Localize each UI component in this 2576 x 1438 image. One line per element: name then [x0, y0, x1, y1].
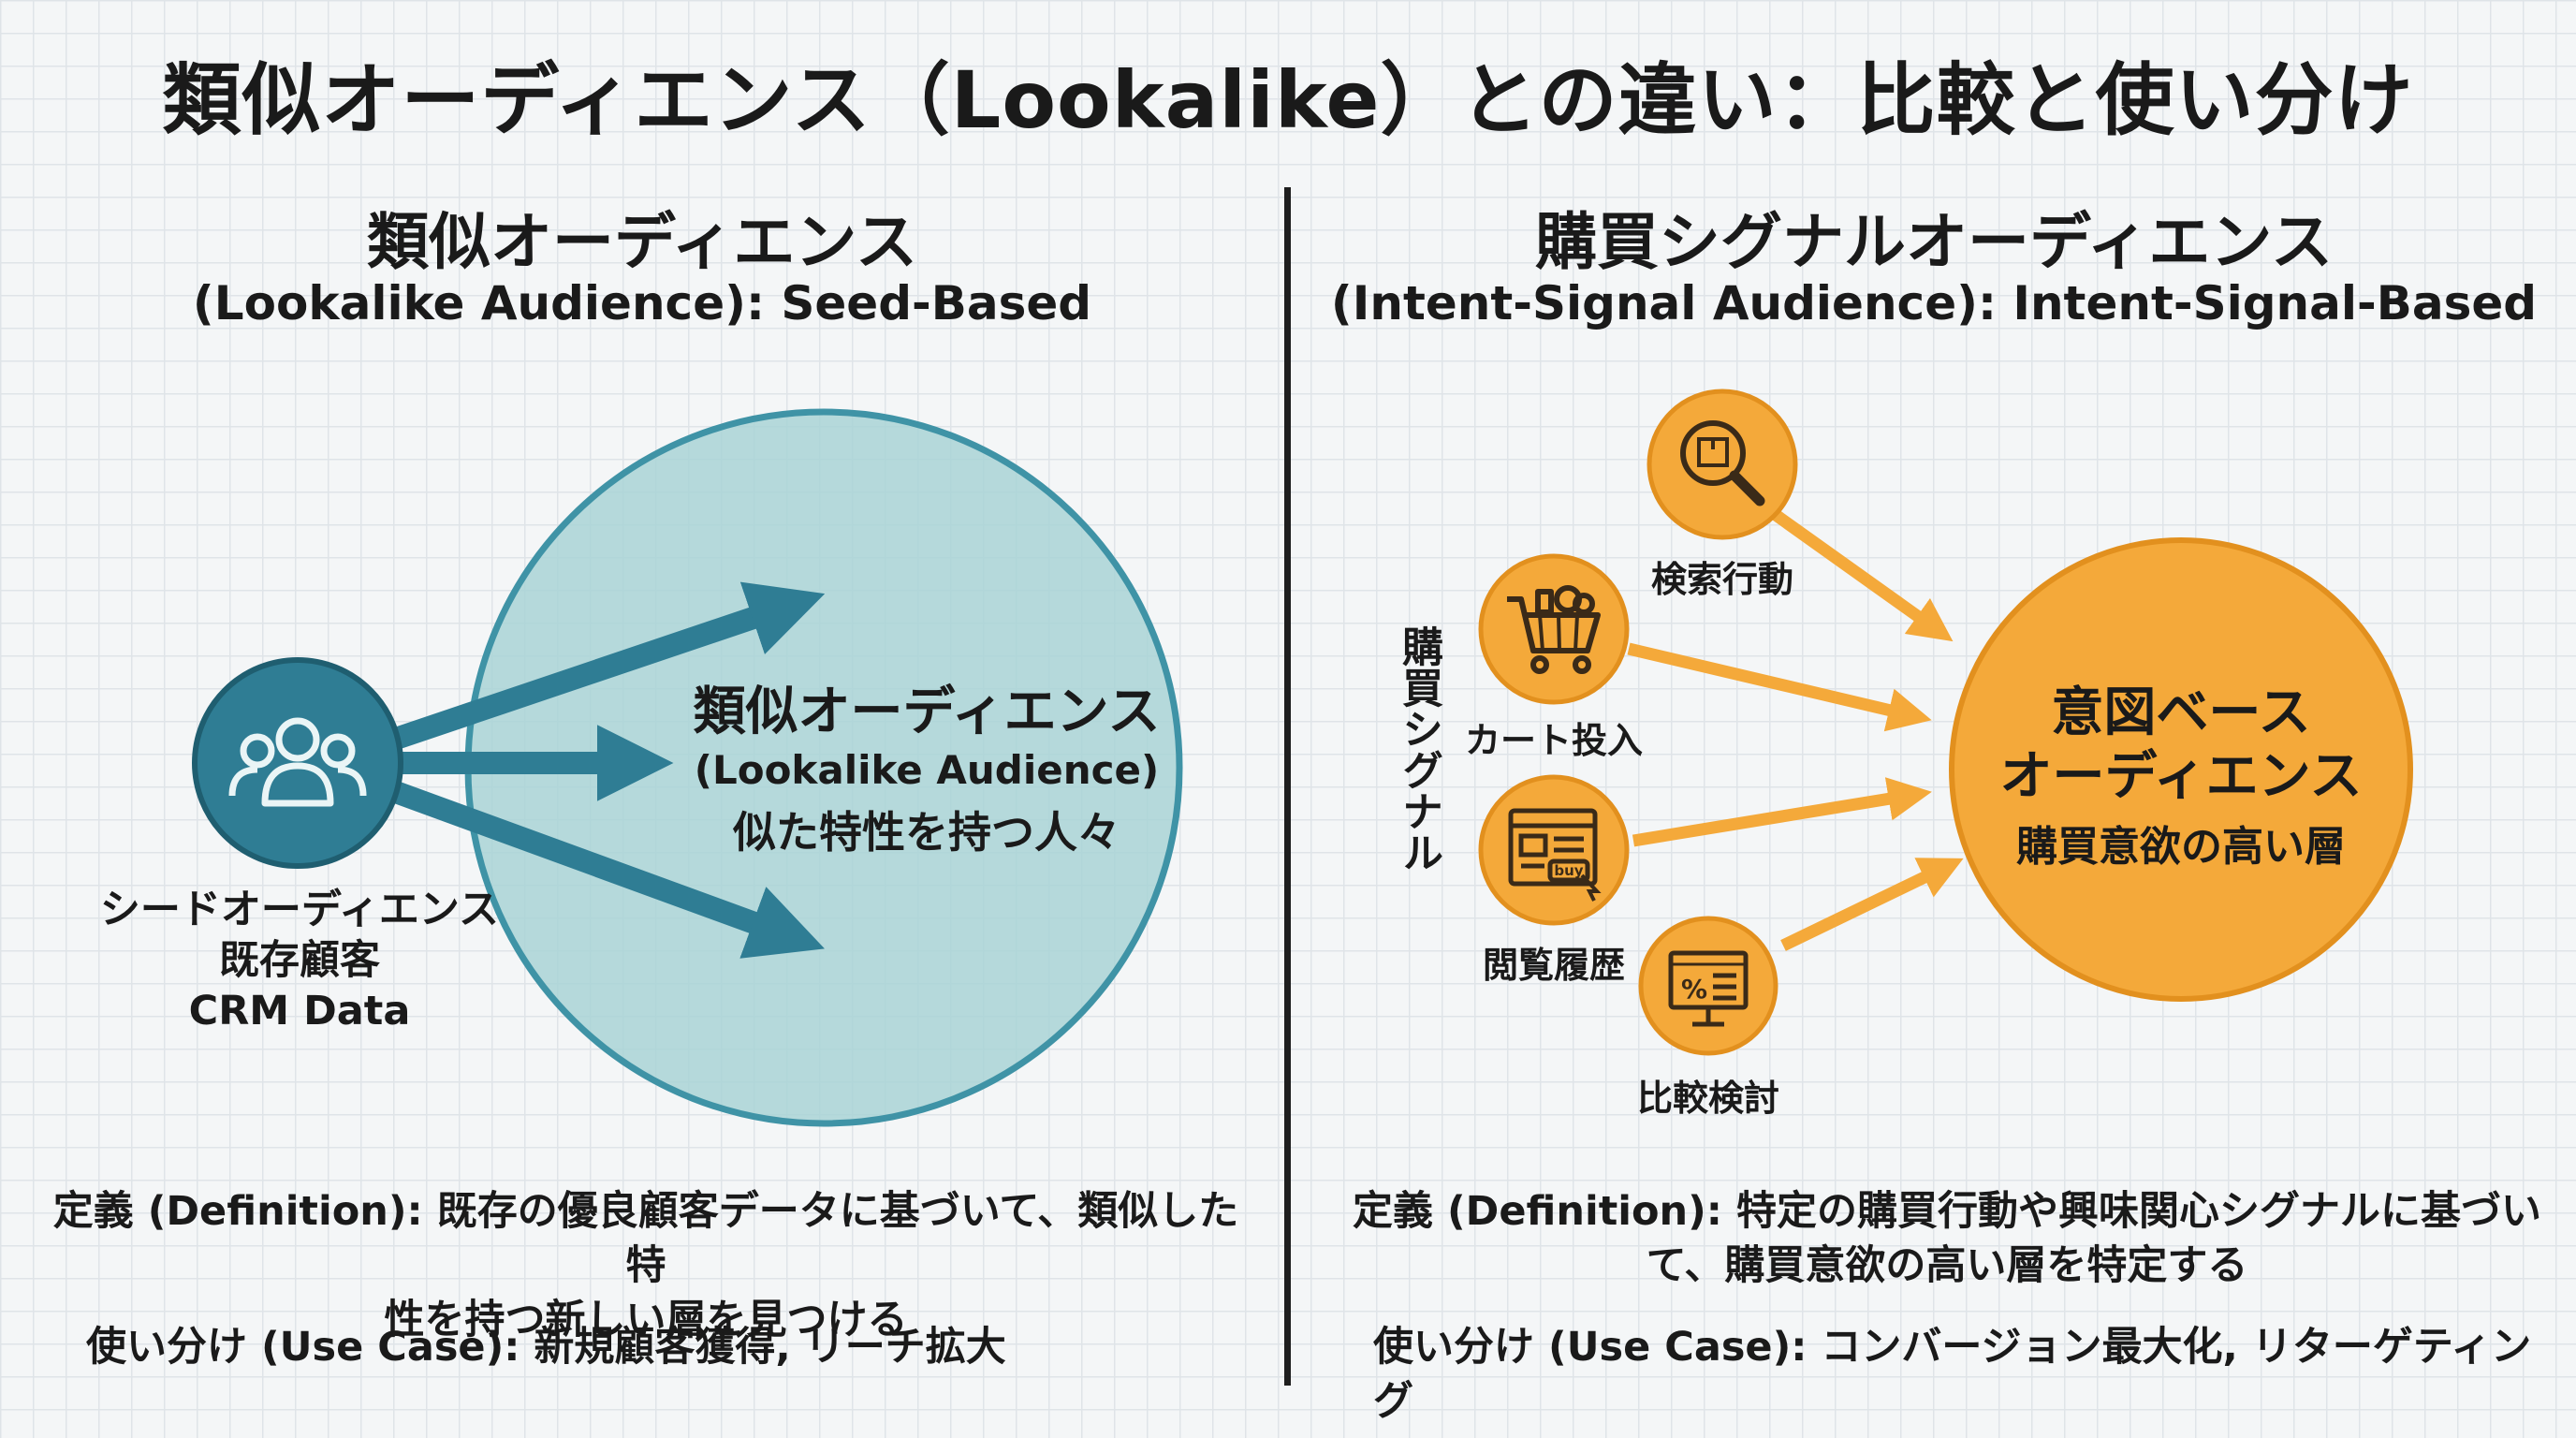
right-use-case: 使い分け (Use Case): コンバージョン最大化, リターゲティング — [1373, 1324, 2532, 1425]
seed-arrows — [388, 581, 826, 959]
right-definition-line1: 定義 (Definition): 特定の購買行動や興味関心シグナルに基づい — [1353, 1188, 2541, 1235]
svg-text:%: % — [1681, 974, 1707, 1005]
lookalike-subtitle: (Lookalike Audience) — [694, 747, 1160, 793]
signal-label-compare: 比較検討 — [1636, 1078, 1779, 1119]
intent-audience-circle — [1949, 537, 2413, 1002]
right-definition-line2: て、購買意欲の高い層を特定する — [1646, 1242, 2248, 1289]
left-definition-line1: 定義 (Definition): 既存の優良顧客データに基づいて、類似した特 — [52, 1188, 1239, 1289]
intent-title-line2: オーディエンス — [1999, 746, 2363, 807]
left-definition: 定義 (Definition): 既存の優良顧客データに基づいて、類似した特 性… — [37, 1184, 1254, 1347]
lookalike-description: 似た特性を持つ人々 — [733, 807, 1120, 858]
shopping-cart-icon — [1507, 585, 1601, 674]
right-subheading: (Intent-Signal Audience): Intent-Signal-… — [1330, 276, 2538, 330]
purchase-signal-vertical-label: 購買シグナル — [1395, 625, 1442, 873]
intent-title-line1: 意図ベース — [2051, 682, 2311, 743]
left-definition-line2: 性を持つ新しい層を見つける — [384, 1297, 908, 1343]
right-definition: 定義 (Definition): 特定の購買行動や興味関心シグナルに基づい て、… — [1329, 1184, 2565, 1293]
right-heading: 購買シグナルオーディエンス — [1534, 206, 2334, 278]
left-heading: 類似オーディエンス — [366, 206, 918, 278]
arrow-up — [389, 581, 826, 751]
svg-text:buy: buy — [1554, 862, 1583, 879]
seed-label-line2: 既存顧客 — [219, 937, 380, 984]
arrow-cart — [1627, 642, 1932, 732]
left-use-case: 使い分け (Use Case): 新規顧客獲得, リーチ拡大 — [86, 1324, 1006, 1371]
signal-label-browse: 閲覧履歴 — [1482, 945, 1625, 986]
signal-compare-node: % — [1638, 916, 1778, 1056]
arrow-browse — [1632, 777, 1932, 847]
lookalike-title: 類似オーディエンス — [693, 682, 1161, 742]
intent-description: 購買意欲の高い層 — [2016, 823, 2346, 871]
signal-label-cart: カート投入 — [1464, 720, 1643, 761]
signal-label-search: 検索行動 — [1650, 559, 1793, 600]
signal-cart-node — [1478, 553, 1630, 705]
arrow-search — [1765, 505, 1954, 642]
signal-arrows — [1627, 505, 1964, 951]
search-product-icon — [1680, 420, 1765, 506]
seed-label-line1: シードオーディエンス — [99, 887, 500, 933]
intent-circle-label: 意図ベース オーディエンス 購買意欲の高い層 — [1952, 682, 2410, 886]
seed-audience-label: シードオーディエンス 既存顧客 CRM Data — [56, 885, 543, 1036]
panel-divider — [1284, 187, 1291, 1386]
seed-audience-node — [192, 657, 403, 869]
users-icon — [228, 717, 367, 807]
signal-browse-node: buy — [1478, 774, 1630, 926]
page-title: 類似オーディエンス（Lookalike）との違い：比較と使い分け — [162, 54, 2414, 146]
arrow-compare — [1780, 858, 1964, 951]
left-subheading: (Lookalike Audience): Seed-Based — [192, 276, 1092, 330]
browser-buy-icon: buy — [1508, 808, 1602, 902]
monitor-percent-icon: % — [1668, 950, 1749, 1027]
seed-label-line3: CRM Data — [188, 988, 411, 1034]
signal-search-node — [1647, 389, 1798, 540]
arrow-down — [388, 780, 825, 959]
lookalike-circle-label: 類似オーディエンス (Lookalike Audience) 似た特性を持つ人々 — [646, 679, 1208, 870]
